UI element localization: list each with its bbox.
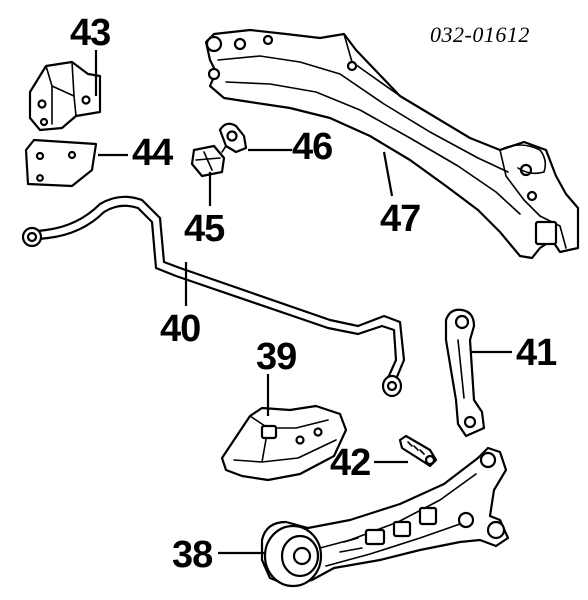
callout-44: 44 <box>132 132 173 174</box>
part-40-stabilizer-bar <box>21 195 406 398</box>
part-46-clamp <box>218 122 248 154</box>
callout-47: 47 <box>380 198 421 240</box>
part-44-plate <box>24 138 98 188</box>
part-39-mount <box>220 404 348 482</box>
callout-38: 38 <box>172 534 213 576</box>
callout-42: 42 <box>330 442 371 484</box>
part-42-bolt <box>398 434 438 468</box>
callout-45: 45 <box>184 208 225 250</box>
callout-46: 46 <box>292 126 333 168</box>
part-47-subframe <box>204 28 580 260</box>
callout-43: 43 <box>70 12 111 54</box>
part-38-lower-arm <box>260 446 510 588</box>
callout-39: 39 <box>256 336 297 378</box>
part-45-bushing <box>190 144 226 178</box>
callout-40: 40 <box>160 308 201 350</box>
callout-41: 41 <box>516 332 557 374</box>
part-41-link <box>444 308 486 438</box>
catalog-code: 032-01612 <box>430 22 530 47</box>
part-43-bracket <box>28 60 102 132</box>
leader-47 <box>382 151 394 197</box>
